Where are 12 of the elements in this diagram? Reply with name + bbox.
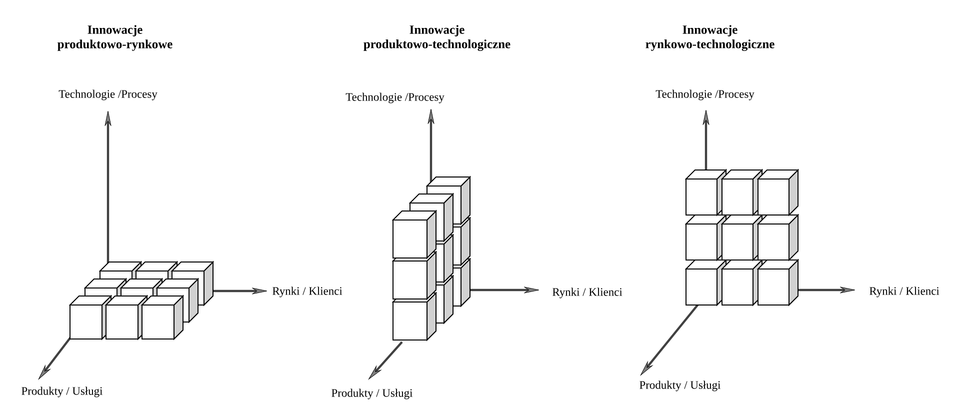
axis-label: Produkty / Usługi: [640, 380, 721, 392]
axis-label: Produkty / Usługi: [22, 386, 103, 398]
axis-label: Rynki / Klienci: [870, 286, 940, 298]
axis-label: Technologie /Procesy: [58, 90, 158, 100]
panel-title: Innowacje produktowo-rynkowe: [58, 25, 172, 51]
panel-title: Innowacje rynkowo-technologiczne: [646, 25, 774, 51]
axis-label: Technologie /Procesy: [346, 92, 444, 104]
axis-label: Rynki / Klienci: [272, 286, 342, 298]
axis-label: Rynki / Klienci: [552, 288, 622, 298]
axis-label: Technologie /Procesy: [656, 90, 754, 100]
axis-label: Produkty / Usługi: [332, 388, 413, 400]
panel-title: Innowacje produktowo-technologiczne: [364, 25, 510, 51]
